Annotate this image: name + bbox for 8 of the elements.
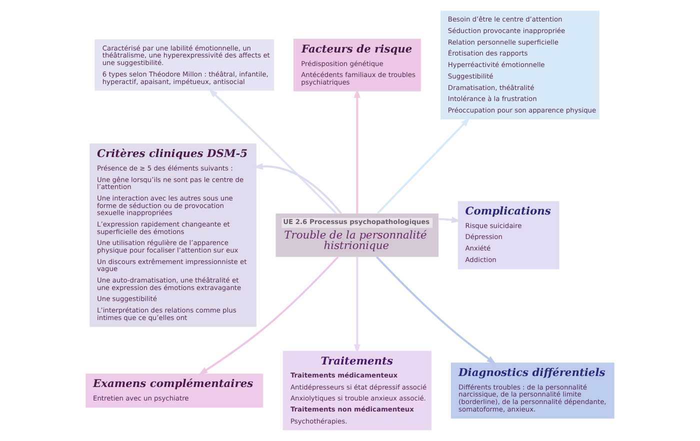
arrow xyxy=(354,256,360,354)
arrow xyxy=(376,256,496,364)
arrow xyxy=(438,216,461,224)
arrow xyxy=(376,117,470,214)
arrow xyxy=(208,88,337,214)
arrow xyxy=(253,163,342,214)
arrow xyxy=(198,256,339,376)
arrow xyxy=(354,88,360,214)
